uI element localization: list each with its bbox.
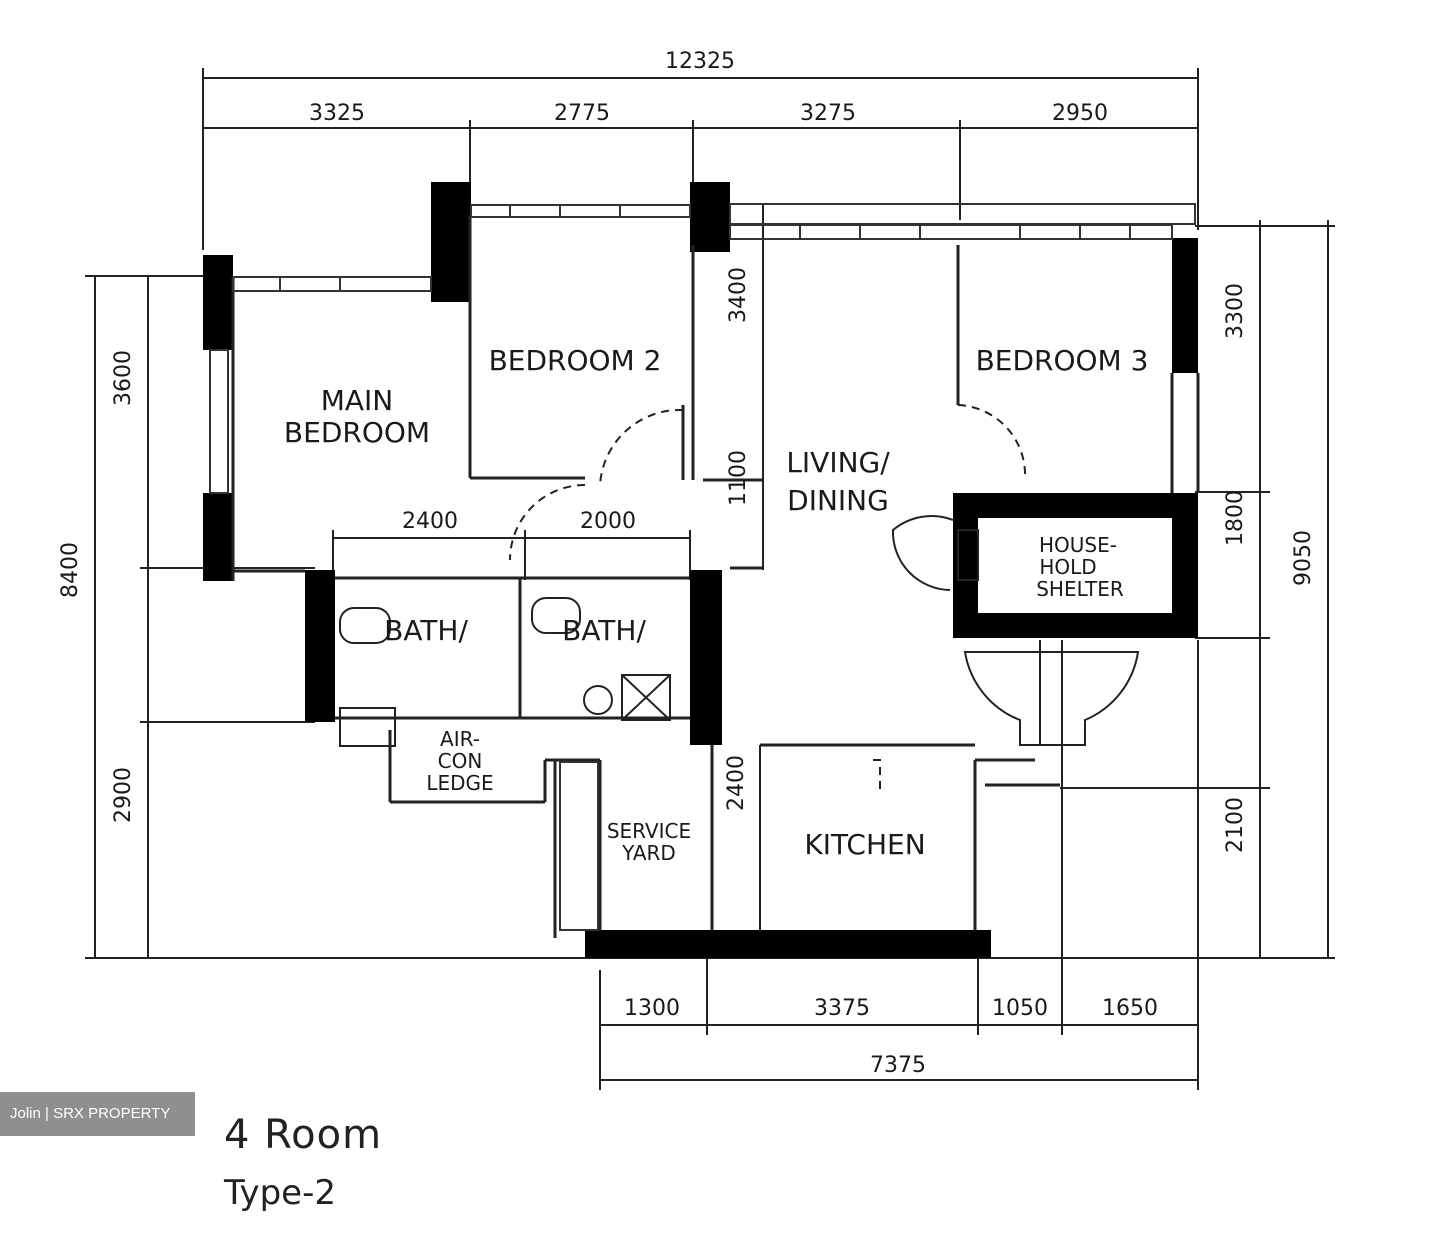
kitchen-label: KITCHEN bbox=[804, 828, 925, 861]
dim-interior-3: 2400 bbox=[724, 755, 749, 811]
dim-bath-2: 2000 bbox=[580, 509, 636, 534]
room-labels: MAIN BEDROOM BEDROOM 2 BEDROOM 3 LIVING/… bbox=[284, 344, 1149, 865]
main-bedroom-label-line1: MAIN bbox=[321, 384, 394, 417]
service-yard-label-line1: SERVICE bbox=[607, 819, 691, 843]
dim-top-seg-1: 3325 bbox=[309, 101, 365, 126]
household-shelter-label-line2: HOLD bbox=[1039, 555, 1096, 579]
bath-2-label: BATH/ bbox=[562, 614, 646, 647]
watermark: Jolin | SRX PROPERTY bbox=[0, 1092, 195, 1136]
dim-right-seg-3: 2100 bbox=[1223, 797, 1248, 853]
bathroom-fixtures bbox=[339, 597, 671, 747]
dim-interior-2: 1100 bbox=[726, 450, 751, 506]
living-dining-label-line2: DINING bbox=[787, 484, 889, 517]
dim-bottom-seg-3: 1050 bbox=[992, 996, 1048, 1021]
aircon-ledge-label-line1: AIR- bbox=[440, 727, 480, 751]
dim-top-overall: 12325 bbox=[665, 49, 735, 74]
windows bbox=[209, 203, 1196, 931]
dimension-labels: 12325 3325 2775 3275 2950 2400 2000 1300… bbox=[58, 49, 1316, 1078]
household-shelter-label-line3: SHELTER bbox=[1036, 577, 1124, 601]
dim-left-seg-1: 3600 bbox=[111, 350, 136, 406]
living-dining-label-line1: LIVING/ bbox=[786, 446, 890, 479]
dim-right-overall: 9050 bbox=[1291, 530, 1316, 586]
door-arcs-solid bbox=[891, 515, 1140, 746]
dim-top-seg-4: 2950 bbox=[1052, 101, 1108, 126]
dim-bottom-seg-1: 1300 bbox=[624, 996, 680, 1021]
dim-bath-1: 2400 bbox=[402, 509, 458, 534]
dim-top-seg-3: 3275 bbox=[800, 101, 856, 126]
dim-bottom-seg-2: 3375 bbox=[814, 996, 870, 1021]
dim-bottom-seg-4: 1650 bbox=[1102, 996, 1158, 1021]
walls bbox=[203, 182, 1198, 958]
aircon-ledge-label-line3: LEDGE bbox=[426, 771, 493, 795]
main-bedroom-label-line2: BEDROOM bbox=[284, 416, 430, 449]
dim-right-seg-2: 1800 bbox=[1223, 490, 1248, 546]
dim-bottom-overall: 7375 bbox=[870, 1053, 926, 1078]
household-shelter-label-line1: HOUSE- bbox=[1039, 533, 1117, 557]
bedroom-2-label: BEDROOM 2 bbox=[489, 344, 662, 377]
dim-interior-1: 3400 bbox=[726, 267, 751, 323]
bedroom-3-label: BEDROOM 3 bbox=[976, 344, 1149, 377]
bath-1-label: BATH/ bbox=[384, 614, 468, 647]
door-swings bbox=[509, 404, 1027, 792]
plan-subtitle: Type-2 bbox=[224, 1173, 336, 1213]
dim-right-seg-1: 3300 bbox=[1223, 283, 1248, 339]
service-yard-label-line2: YARD bbox=[621, 841, 676, 865]
thin-walls bbox=[231, 215, 1200, 938]
plan-title: 4 Room bbox=[224, 1112, 383, 1158]
aircon-ledge-label-line2: CON bbox=[438, 749, 483, 773]
dim-left-seg-2: 2900 bbox=[111, 767, 136, 823]
dim-left-overall: 8400 bbox=[58, 542, 83, 598]
dim-top-seg-2: 2775 bbox=[554, 101, 610, 126]
